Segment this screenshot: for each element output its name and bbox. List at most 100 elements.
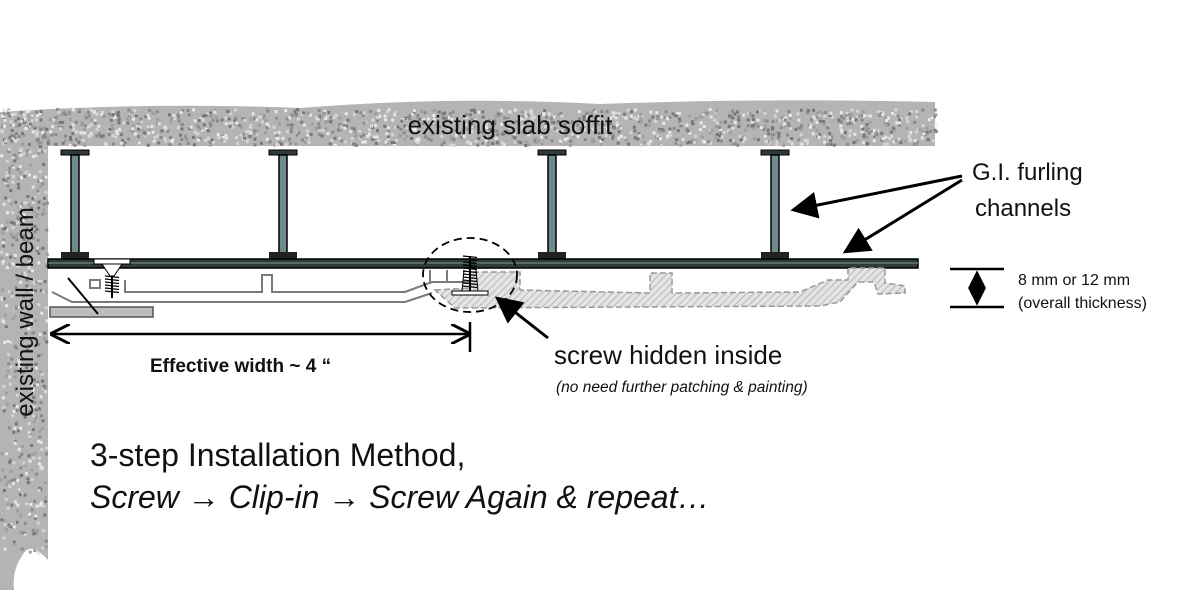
concrete-speckle	[487, 135, 491, 139]
concrete-speckle	[14, 306, 18, 310]
concrete-speckle	[810, 118, 813, 122]
concrete-speckle	[1, 468, 5, 472]
concrete-speckle	[13, 426, 17, 430]
concrete-speckle	[934, 123, 938, 127]
leader-arrow	[790, 174, 963, 219]
concrete-speckle	[756, 124, 760, 128]
concrete-speckle	[33, 384, 36, 388]
effective-width-label: Effective width ~ 4 “	[150, 356, 331, 377]
concrete-speckle	[177, 115, 181, 119]
concrete-speckle	[172, 113, 176, 117]
concrete-speckle	[55, 115, 59, 119]
concrete-speckle	[417, 139, 421, 142]
concrete-speckle	[448, 112, 452, 116]
concrete-speckle	[907, 134, 911, 138]
concrete-speckle	[626, 108, 630, 112]
concrete-speckle	[461, 131, 465, 135]
concrete-speckle	[441, 120, 445, 124]
concrete-speckle	[42, 529, 45, 533]
concrete-speckle	[669, 133, 673, 137]
concrete-speckle	[20, 492, 24, 496]
concrete-speckle	[39, 370, 43, 374]
concrete-speckle	[100, 112, 104, 116]
concrete-speckle	[374, 112, 378, 116]
concrete-speckle	[23, 273, 27, 277]
concrete-speckle	[28, 514, 32, 518]
concrete-speckle	[412, 128, 416, 131]
concrete-speckle	[2, 178, 6, 182]
concrete-speckle	[354, 134, 358, 138]
method-title: 3-step Installation Method,	[90, 437, 465, 473]
concrete-speckle	[415, 115, 419, 119]
concrete-speckle	[476, 143, 480, 147]
concrete-speckle	[40, 311, 44, 315]
concrete-speckle	[10, 113, 14, 117]
concrete-speckle	[197, 119, 201, 122]
concrete-speckle	[326, 132, 330, 136]
concrete-speckle	[864, 125, 868, 129]
concrete-speckle	[20, 452, 24, 456]
concrete-speckle	[918, 127, 922, 131]
concrete-speckle	[920, 136, 924, 140]
concrete-speckle	[715, 125, 719, 129]
concrete-speckle	[493, 119, 497, 123]
concrete-speckle	[22, 222, 26, 226]
concrete-speckle	[608, 121, 612, 125]
concrete-speckle	[11, 156, 15, 160]
concrete-speckle	[751, 120, 755, 124]
hanger-rod	[760, 149, 790, 259]
concrete-speckle	[913, 139, 917, 143]
concrete-speckle	[405, 116, 409, 119]
concrete-speckle	[147, 116, 151, 120]
concrete-speckle	[257, 124, 261, 128]
concrete-speckle	[303, 141, 307, 144]
concrete-speckle	[33, 452, 37, 456]
concrete-speckle	[324, 117, 328, 121]
concrete-speckle	[179, 111, 183, 115]
concrete-speckle	[895, 121, 899, 125]
concrete-speckle	[643, 141, 646, 145]
concrete-speckle	[31, 155, 35, 159]
concrete-speckle	[77, 140, 81, 144]
concrete-speckle	[659, 129, 662, 133]
concrete-speckle	[115, 118, 119, 121]
concrete-speckle	[519, 141, 523, 145]
concrete-speckle	[3, 547, 7, 551]
concrete-speckle	[409, 122, 413, 126]
concrete-speckle	[28, 118, 32, 122]
concrete-speckle	[34, 281, 38, 285]
concrete-speckle	[553, 127, 557, 131]
concrete-speckle	[45, 340, 49, 344]
concrete-speckle	[664, 110, 668, 114]
concrete-speckle	[883, 120, 887, 124]
concrete-speckle	[134, 132, 137, 136]
concrete-speckle	[620, 134, 623, 138]
concrete-speckle	[32, 378, 36, 382]
concrete-speckle	[39, 289, 43, 293]
concrete-speckle	[46, 137, 50, 141]
concrete-speckle	[72, 128, 76, 132]
concrete-speckle	[619, 126, 623, 130]
concrete-speckle	[537, 129, 541, 133]
concrete-speckle	[786, 133, 789, 137]
concrete-speckle	[432, 114, 436, 117]
concrete-speckle	[99, 135, 103, 139]
concrete-speckle	[134, 114, 138, 118]
concrete-speckle	[438, 124, 441, 128]
concrete-speckle	[11, 526, 15, 530]
concrete-speckle	[775, 139, 779, 143]
concrete-speckle	[344, 112, 348, 116]
concrete-speckle	[691, 122, 695, 126]
concrete-speckle	[713, 118, 717, 122]
concrete-speckle	[164, 139, 168, 143]
concrete-speckle	[787, 122, 790, 125]
concrete-speckle	[578, 110, 581, 114]
concrete-speckle	[15, 520, 19, 524]
concrete-speckle	[19, 314, 23, 318]
concrete-speckle	[821, 112, 825, 116]
concrete-speckle	[54, 133, 58, 136]
concrete-speckle	[34, 414, 38, 418]
concrete-speckle	[675, 138, 679, 142]
concrete-speckle	[43, 135, 47, 139]
concrete-speckle	[88, 134, 92, 138]
